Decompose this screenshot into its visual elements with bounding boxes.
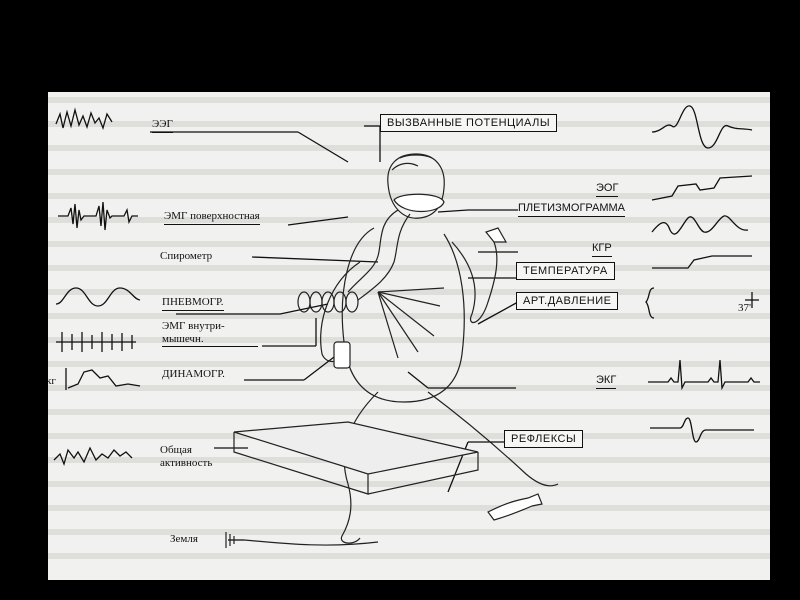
kgr-label: КГР bbox=[592, 242, 612, 257]
evoked-potentials-box: ВЫЗВАННЫЕ ПОТЕНЦИАЛЫ bbox=[380, 114, 558, 132]
temperature-value: 37' bbox=[738, 302, 751, 314]
ecg-label: ЭКГ bbox=[596, 374, 617, 389]
emg-intramuscular-label: ЭМГ внутри-мышечн. bbox=[162, 320, 258, 348]
right-connectors bbox=[364, 125, 519, 493]
left-connectors bbox=[150, 131, 379, 541]
eog-waveform bbox=[651, 175, 753, 201]
dynamogram-label: ДИНАМОГР. bbox=[162, 368, 225, 380]
eeg-waveform bbox=[55, 107, 113, 131]
pneumogram-waveform bbox=[55, 287, 141, 307]
general-activity-waveform bbox=[53, 446, 133, 467]
plethysmogram-waveform bbox=[651, 215, 749, 235]
pneumogram-label: ПНЕВМОГР. bbox=[162, 296, 224, 311]
background-text-lines bbox=[48, 97, 770, 559]
emg-surface-waveform bbox=[58, 201, 138, 231]
eeg-label: ЭЭГ bbox=[152, 118, 173, 133]
temperature-box: ТЕМПЕРАТУРА bbox=[516, 262, 615, 280]
general-activity-label: Общая активность bbox=[160, 444, 213, 469]
ground-label: Земля bbox=[170, 533, 198, 545]
subject-figure bbox=[225, 153, 559, 548]
spirometer-label: Спирометр bbox=[160, 250, 213, 262]
diagram-drawing bbox=[48, 97, 770, 559]
kgr-waveform bbox=[652, 255, 752, 269]
blood-pressure-box: АРТ.ДАВЛЕНИЕ bbox=[516, 292, 619, 310]
emg-intramuscular-spikes bbox=[61, 332, 133, 352]
reflexes-waveform bbox=[650, 417, 754, 443]
diagram-sheet: ЭЭГ ЭМГ поверхностная Спирометр ПНЕВМОГР… bbox=[48, 92, 770, 580]
blood-pressure-brace bbox=[645, 287, 655, 319]
eog-label: ЭОГ bbox=[596, 182, 619, 197]
dynamogram-waveform bbox=[67, 369, 141, 389]
ecg-waveform bbox=[648, 359, 760, 391]
emg-surface-label: ЭМГ поверхностная bbox=[164, 210, 260, 225]
evoked-potentials-waveform bbox=[651, 105, 753, 149]
kg-label: кг bbox=[48, 375, 56, 387]
plethysmogram-label: ПЛЕТИЗМОГРАММА bbox=[518, 202, 626, 217]
reflexes-box: РЕФЛЕКСЫ bbox=[504, 430, 584, 448]
